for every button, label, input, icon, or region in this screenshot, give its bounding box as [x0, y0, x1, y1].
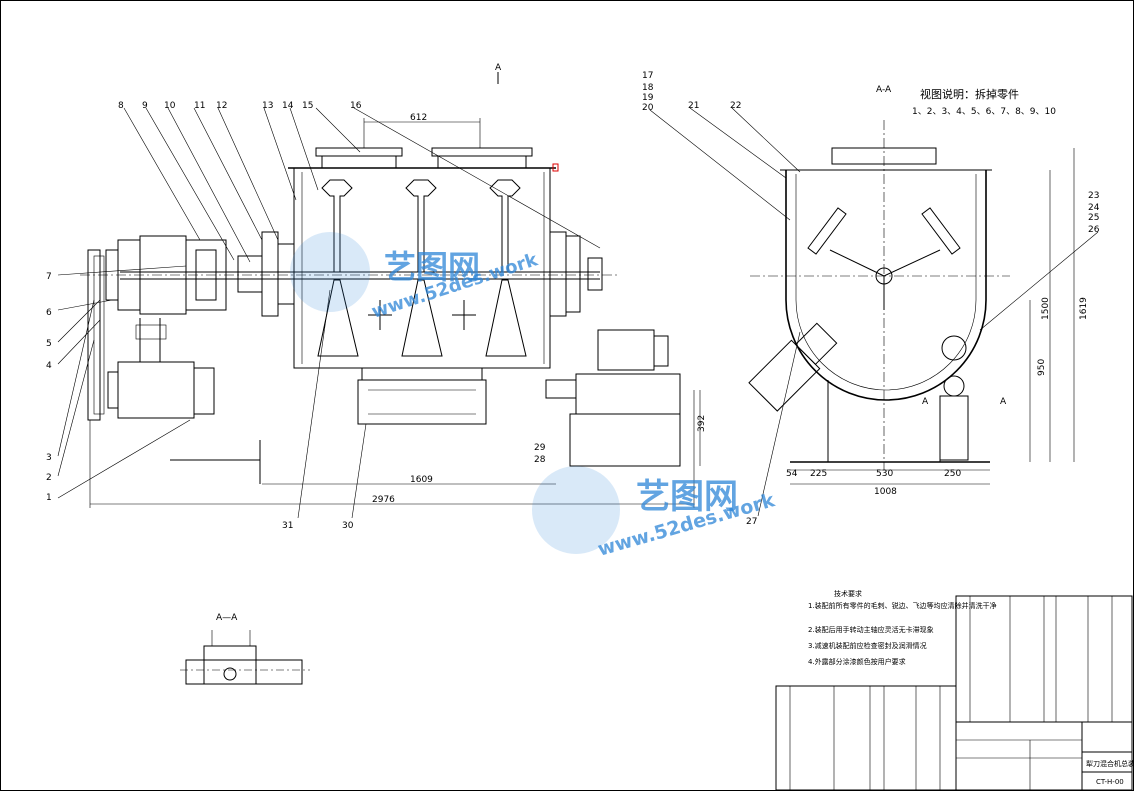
part-number-21: 21 [688, 101, 699, 111]
part-number-5: 5 [46, 339, 52, 349]
dim-225: 225 [810, 469, 827, 479]
part-number-3: 3 [46, 453, 52, 463]
section-aa-label: A-A [876, 85, 892, 95]
part-number-9: 9 [142, 101, 148, 111]
title-block-name: 犁刀混合机总装图 [1086, 759, 1134, 768]
parts-list-lower [775, 685, 957, 791]
part-number-7: 7 [46, 272, 52, 282]
watermark-brand-1: 艺图网 [384, 248, 480, 286]
tech-req-title: 技术要求 [834, 589, 862, 598]
part-number-6: 6 [46, 308, 52, 318]
tech-req-line-3: 3.减速机装配前应检查密封及润滑情况 [808, 641, 927, 650]
part-number-10: 10 [164, 101, 176, 111]
dim-392: 392 [697, 415, 707, 432]
watermark-brand-2: 艺图网 [636, 477, 738, 517]
part-number-31: 31 [282, 521, 293, 531]
part-number-16: 16 [350, 101, 362, 111]
view-note-parts: 1、2、3、4、5、6、7、8、9、10 [912, 107, 1056, 117]
part-number-1: 1 [46, 493, 52, 503]
watermark-1: 艺图网 www.52des.work [290, 232, 541, 323]
section-mark-right: A [1000, 397, 1007, 407]
side-view [649, 107, 1099, 517]
part-number-2: 2 [46, 473, 52, 483]
part-number-23: 23 [1088, 191, 1099, 201]
part-number-12: 12 [216, 101, 227, 111]
view-note: 视图说明：拆掉零件 [920, 87, 1019, 101]
dim-250: 250 [944, 469, 961, 479]
part-number-22: 22 [730, 101, 741, 111]
section-aa-small-label: A—A [216, 613, 238, 623]
technical-requirements: 技术要求 1.装配前所有零件的毛刺、锐边、飞边等均应清除并清洗干净 2.装配后用… [808, 589, 997, 666]
section-top-label: A [495, 63, 502, 73]
part-number-15: 15 [302, 101, 313, 111]
dim-1500: 1500 [1041, 297, 1051, 320]
dim-54: 54 [786, 469, 798, 479]
dim-530: 530 [876, 469, 893, 479]
dim-950: 950 [1037, 359, 1047, 376]
tech-req-line-2: 2.装配后用手转动主轴应灵活无卡滞现象 [808, 625, 934, 634]
part-number-19: 19 [642, 93, 654, 103]
part-number-24: 24 [1088, 203, 1100, 213]
watermark-2: 艺图网 www.52des.work [532, 466, 777, 561]
front-view [57, 72, 701, 519]
dimension-labels: 612 392 1609 2976 1500 1619 950 54 225 5… [372, 113, 1089, 505]
part-number-20: 20 [642, 103, 654, 113]
parts-list-upper [955, 595, 1133, 723]
dim-1619: 1619 [1079, 297, 1089, 320]
part-number-13: 13 [262, 101, 273, 111]
part-number-25: 25 [1088, 213, 1099, 223]
title-block-code: CT-H-00 [1096, 778, 1124, 786]
part-number-26: 26 [1088, 225, 1100, 235]
tech-req-line-1: 1.装配前所有零件的毛刺、锐边、飞边等均应清除并清洗干净 [808, 601, 997, 610]
part-number-8: 8 [118, 101, 124, 111]
part-number-18: 18 [642, 83, 654, 93]
part-number-28: 28 [534, 455, 546, 465]
part-number-29: 29 [534, 443, 546, 453]
small-section-view [180, 630, 310, 685]
dim-1008: 1008 [874, 487, 897, 497]
dim-1609: 1609 [410, 475, 433, 485]
section-mark-left: A [922, 397, 929, 407]
title-block [955, 721, 1133, 791]
part-number-14: 14 [282, 101, 294, 111]
part-number-27: 27 [746, 517, 757, 527]
dim-2976: 2976 [372, 495, 395, 505]
dim-612: 612 [410, 113, 427, 123]
part-number-17: 17 [642, 71, 653, 81]
part-number-11: 11 [194, 101, 205, 111]
part-number-4: 4 [46, 361, 52, 371]
part-number-30: 30 [342, 521, 354, 531]
tech-req-line-4: 4.外露部分涂漆颜色按用户要求 [808, 657, 906, 666]
